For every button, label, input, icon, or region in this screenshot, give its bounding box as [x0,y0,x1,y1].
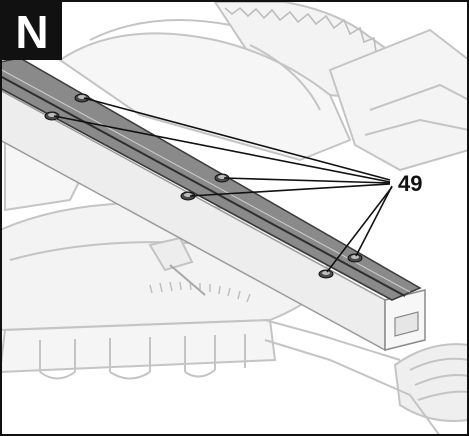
figure-badge: N [2,2,62,60]
badge-letter: N [15,6,48,58]
screw-icon [347,253,363,263]
screw-icon [318,269,334,279]
callout-label: 49 [398,171,422,196]
leader-lines [53,97,393,273]
screw-group [44,93,363,279]
fence-body [0,89,426,352]
fence-rail [0,57,422,301]
screw-icon [44,111,60,121]
